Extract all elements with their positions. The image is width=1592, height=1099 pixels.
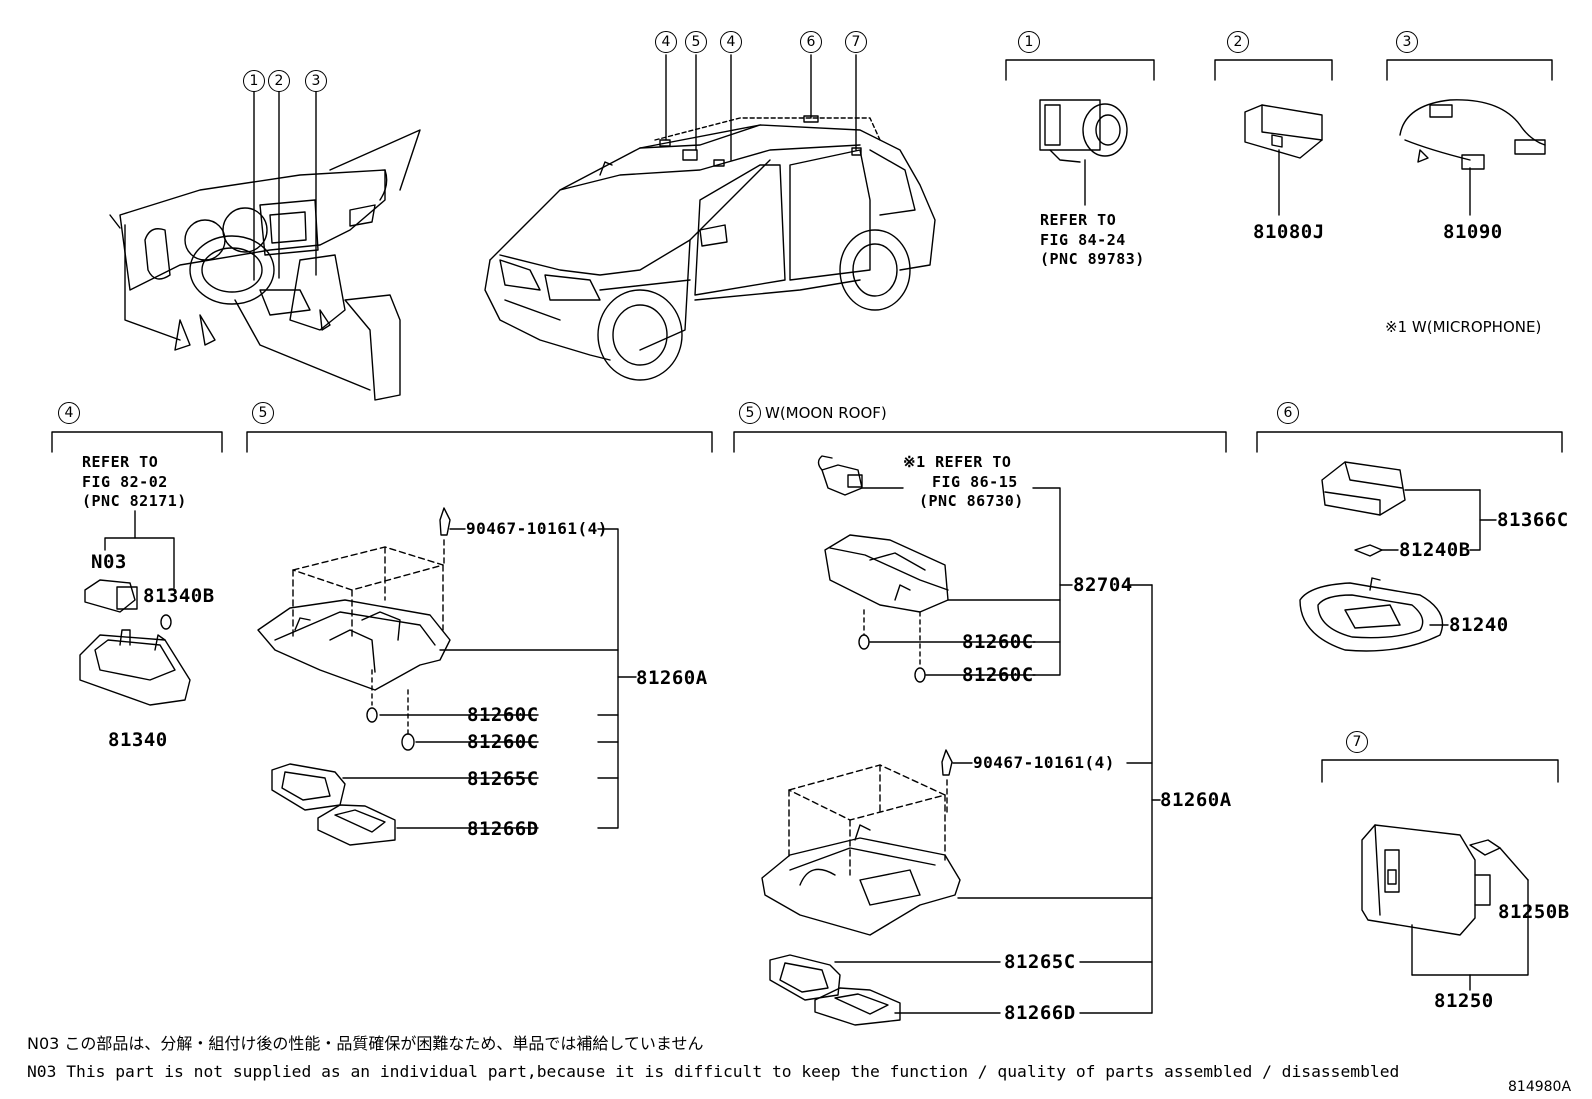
moonroof-refer-text: ※1 REFER TO FIG 86-15 (PNC 86730) [903,453,1024,512]
section-7-number: 7 [1346,731,1368,753]
callout-4-car-b: 4 [720,31,742,53]
section-5-moonroof-number: 5 [739,402,761,424]
section-1-number: 1 [1018,31,1040,53]
lamp-81340B-illustration [84,579,172,630]
note-jp: N03 この部品は、分解・組付け後の性能・品質確保が困難なため、単品では補給して… [27,1034,704,1053]
callout-3-dashboard: 3 [305,70,327,92]
refer-line: ※1 REFER TO [903,453,1012,471]
section-1-refer-text: REFER TO FIG 84-24 (PNC 89783) [1040,211,1145,270]
connector-illustration-2 [1244,104,1323,159]
console-82704-illustration [824,534,949,613]
note-en: N03 This part is not supplied as an indi… [27,1062,1400,1081]
callout-1-dashboard: 1 [243,70,265,92]
section-6-number: 6 [1277,402,1299,424]
console-81260A-illustration [257,546,451,691]
microphone-note: ※1 W(MICROPHONE) [1385,318,1542,336]
refer-line: FIG 82-02 [82,472,168,491]
part-90467-10161-label[interactable]: 90467-10161(4) [466,519,608,538]
part-82704-label[interactable]: 82704 [1073,574,1133,596]
part-81250-label[interactable]: 81250 [1434,990,1494,1012]
lamp-81240-illustration [1299,577,1444,652]
callout-6-car: 6 [800,31,822,53]
part-81260A-moonroof-label[interactable]: 81260A [1160,789,1232,811]
section-5-number: 5 [252,402,274,424]
part-81250B-label[interactable]: 81250B [1498,901,1570,923]
part-81260C-label-b[interactable]: 81260C [467,731,539,753]
callout-2-dashboard: 2 [268,70,290,92]
section-3-number: 3 [1396,31,1418,53]
part-81265C-moonroof-label[interactable]: 81265C [1004,951,1076,973]
callout-4-car-a: 4 [655,31,677,53]
refer-line: (PNC 82171) [82,492,187,510]
part-81080J-label[interactable]: 81080J [1253,221,1325,243]
n03-marker: N03 [91,551,127,573]
section-4-number: 4 [58,402,80,424]
part-81260C-moonroof-label-b[interactable]: 81260C [962,664,1034,686]
lens-81265C-moonroof-illustration [769,954,841,1001]
part-81260C-label-a[interactable]: 81260C [467,704,539,726]
part-81266D-label[interactable]: 81266D [467,818,539,840]
callout-7-car: 7 [845,31,867,53]
section-4-refer-text: REFER TO FIG 82-02 (PNC 82171) [82,453,187,512]
car-illustration [484,117,936,381]
refer-line: REFER TO [1040,211,1117,229]
dashboard-illustration [109,129,421,401]
part-81366C-label[interactable]: 81366C [1497,509,1569,531]
part-81340-label[interactable]: 81340 [108,729,168,751]
module-81366C-illustration [1321,461,1406,516]
harness-illustration-3 [1399,99,1546,170]
lens-81265C-illustration [271,763,346,811]
refer-line: (PNC 86730) [919,492,1024,510]
part-81260C-moonroof-label-a[interactable]: 81260C [962,631,1034,653]
section-2-number: 2 [1227,31,1249,53]
bulb-81240B-icon [1354,544,1383,557]
screw-icon-s5m [941,749,953,776]
refer-line: REFER TO [82,453,159,471]
callout-5-car: 5 [685,31,707,53]
lens-81266D-illustration [317,804,396,846]
part-81265C-label[interactable]: 81265C [467,768,539,790]
screw-icon-s5 [439,507,451,536]
part-81090-label[interactable]: 81090 [1443,221,1503,243]
part-81340B-label[interactable]: 81340B [143,585,215,607]
lamp-81340-illustration [79,629,191,706]
refer-line: FIG 86-15 [932,472,1018,491]
part-81266D-moonroof-label[interactable]: 81266D [1004,1002,1076,1024]
part-81240-label[interactable]: 81240 [1449,614,1509,636]
part-81260A-label[interactable]: 81260A [636,667,708,689]
part-90467-10161-moonroof-label[interactable]: 90467-10161(4) [973,753,1115,772]
refer-line: FIG 84-24 [1040,230,1126,249]
refer-line: (PNC 89783) [1040,250,1145,268]
bulb-81250B-icon [1469,839,1501,856]
figure-id: 814980A [1508,1079,1572,1095]
moonroof-title: W(MOON ROOF) [765,404,887,422]
console-81260A-moonroof-illustration [761,764,961,936]
switch-illustration-1 [1039,99,1128,163]
lens-81266D-moonroof-illustration [814,987,901,1026]
wire-connector-82704-sub [817,455,863,496]
part-81240B-label[interactable]: 81240B [1399,539,1471,561]
lamp-81250-illustration [1361,824,1491,936]
